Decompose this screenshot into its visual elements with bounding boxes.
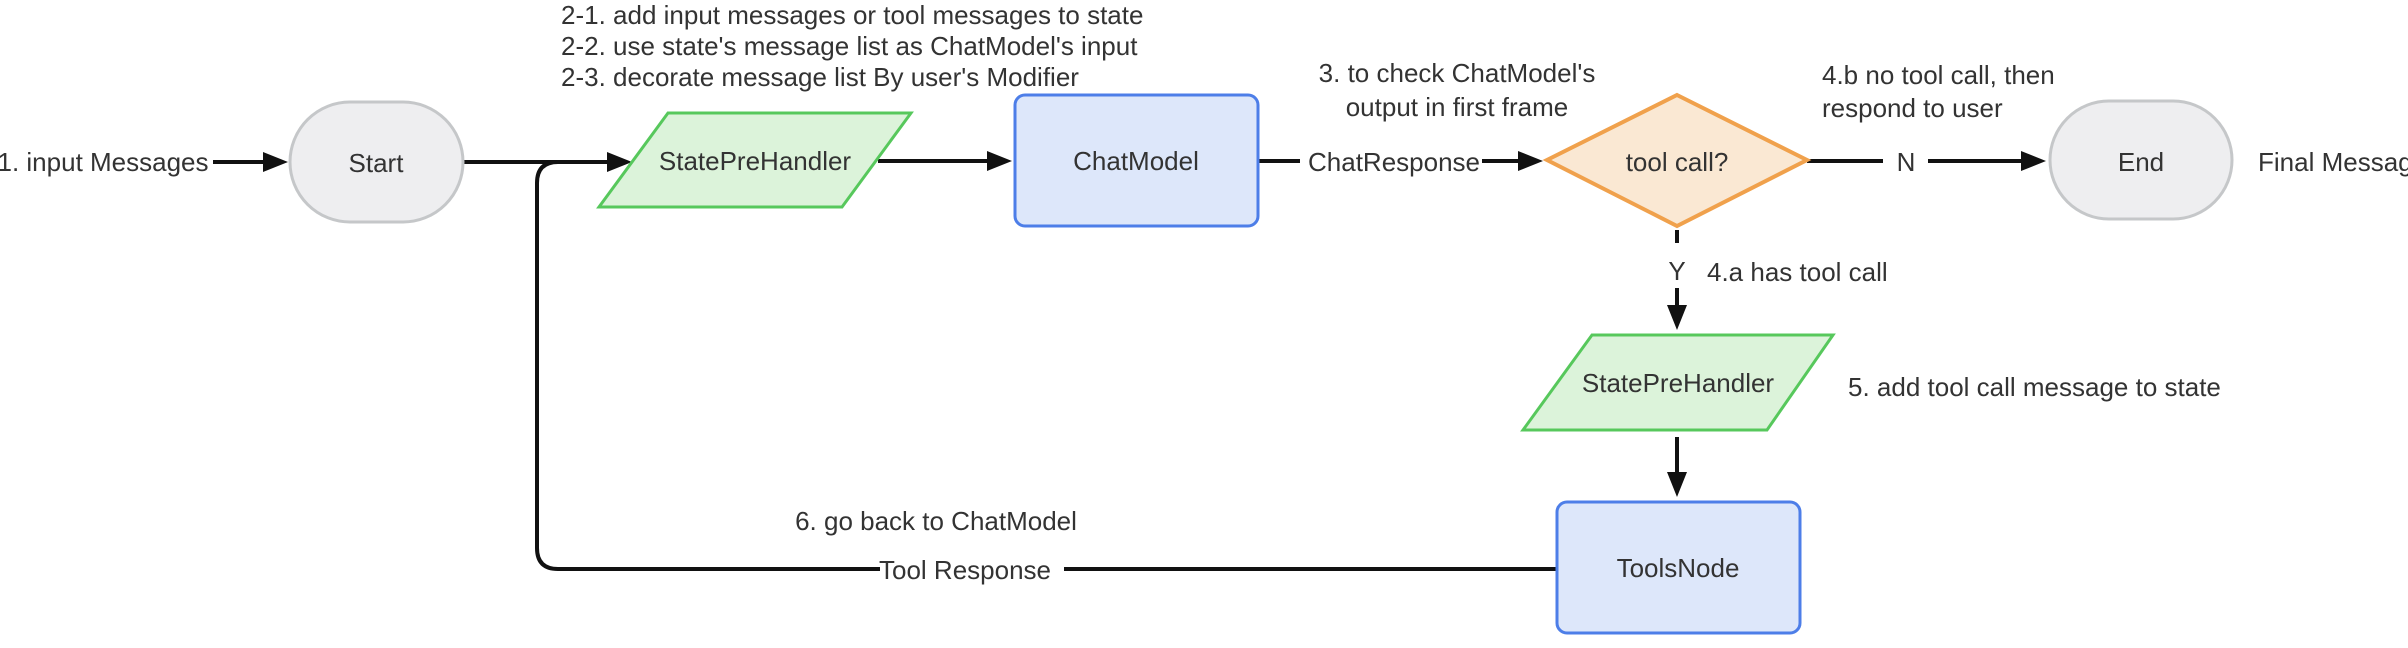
state-pre-handler-1-shape (596, 111, 914, 209)
input-messages-label: 1. input Messages (0, 147, 209, 177)
start-shape (288, 100, 465, 224)
annotation-step2-line3: 2-3. decorate message list By user's Mod… (561, 62, 1079, 92)
state-pre-handler-2-label: StatePreHandler (1582, 368, 1775, 398)
end-label: End (2118, 147, 2164, 177)
annotation-step4a: 4.a has tool call (1707, 257, 1888, 287)
annotation-step4b-line2: respond to user (1822, 93, 2003, 123)
start-label: Start (349, 148, 405, 178)
tools-node-shape (1555, 500, 1802, 635)
state-pre-handler-1-label: StatePreHandler (659, 146, 852, 176)
node-state-pre-handler-1: StatePreHandler (596, 111, 914, 209)
chat-response-label: ChatResponse (1308, 147, 1480, 177)
n-branch-label: N (1897, 147, 1916, 177)
node-start: Start (288, 100, 465, 224)
edges (213, 151, 2046, 571)
y-branch-label: Y (1668, 256, 1685, 286)
annotation-step4b-line1: 4.b no tool call, then (1822, 60, 2055, 90)
annotation-step2-line2: 2-2. use state's message list as ChatMod… (561, 31, 1138, 61)
annotation-step2-line1: 2-1. add input messages or tool messages… (561, 0, 1143, 30)
annotation-step3-line1: 3. to check ChatModel's (1319, 58, 1596, 88)
tools-node-label: ToolsNode (1617, 553, 1740, 583)
node-end: End (2048, 99, 2234, 221)
node-tools-node: ToolsNode (1555, 500, 1802, 635)
tool-call-decision-shape (1542, 92, 1812, 229)
annotation-step5: 5. add tool call message to state (1848, 372, 2221, 402)
annotations: 2-1. add input messages or tool messages… (561, 0, 2221, 536)
state-pre-handler-2-shape (1520, 333, 1836, 432)
chat-model-label: ChatModel (1073, 146, 1199, 176)
tool-response-label: Tool Response (879, 555, 1051, 585)
final-message-label: Final Message (2258, 147, 2408, 177)
annotation-step6: 6. go back to ChatModel (795, 506, 1077, 536)
node-state-pre-handler-2: StatePreHandler (1520, 333, 1836, 432)
node-tool-call-decision: tool call? (1542, 92, 1812, 229)
tool-call-decision-label: tool call? (1626, 147, 1729, 177)
edge-labels: 1. input Messages ChatResponse N Y Tool … (0, 147, 2408, 585)
node-chat-model: ChatModel (1013, 93, 1260, 228)
annotation-step3-line2: output in first frame (1346, 92, 1569, 122)
edge-tool-response-loop (535, 160, 880, 571)
end-shape (2048, 99, 2234, 221)
chat-model-shape (1013, 93, 1260, 228)
